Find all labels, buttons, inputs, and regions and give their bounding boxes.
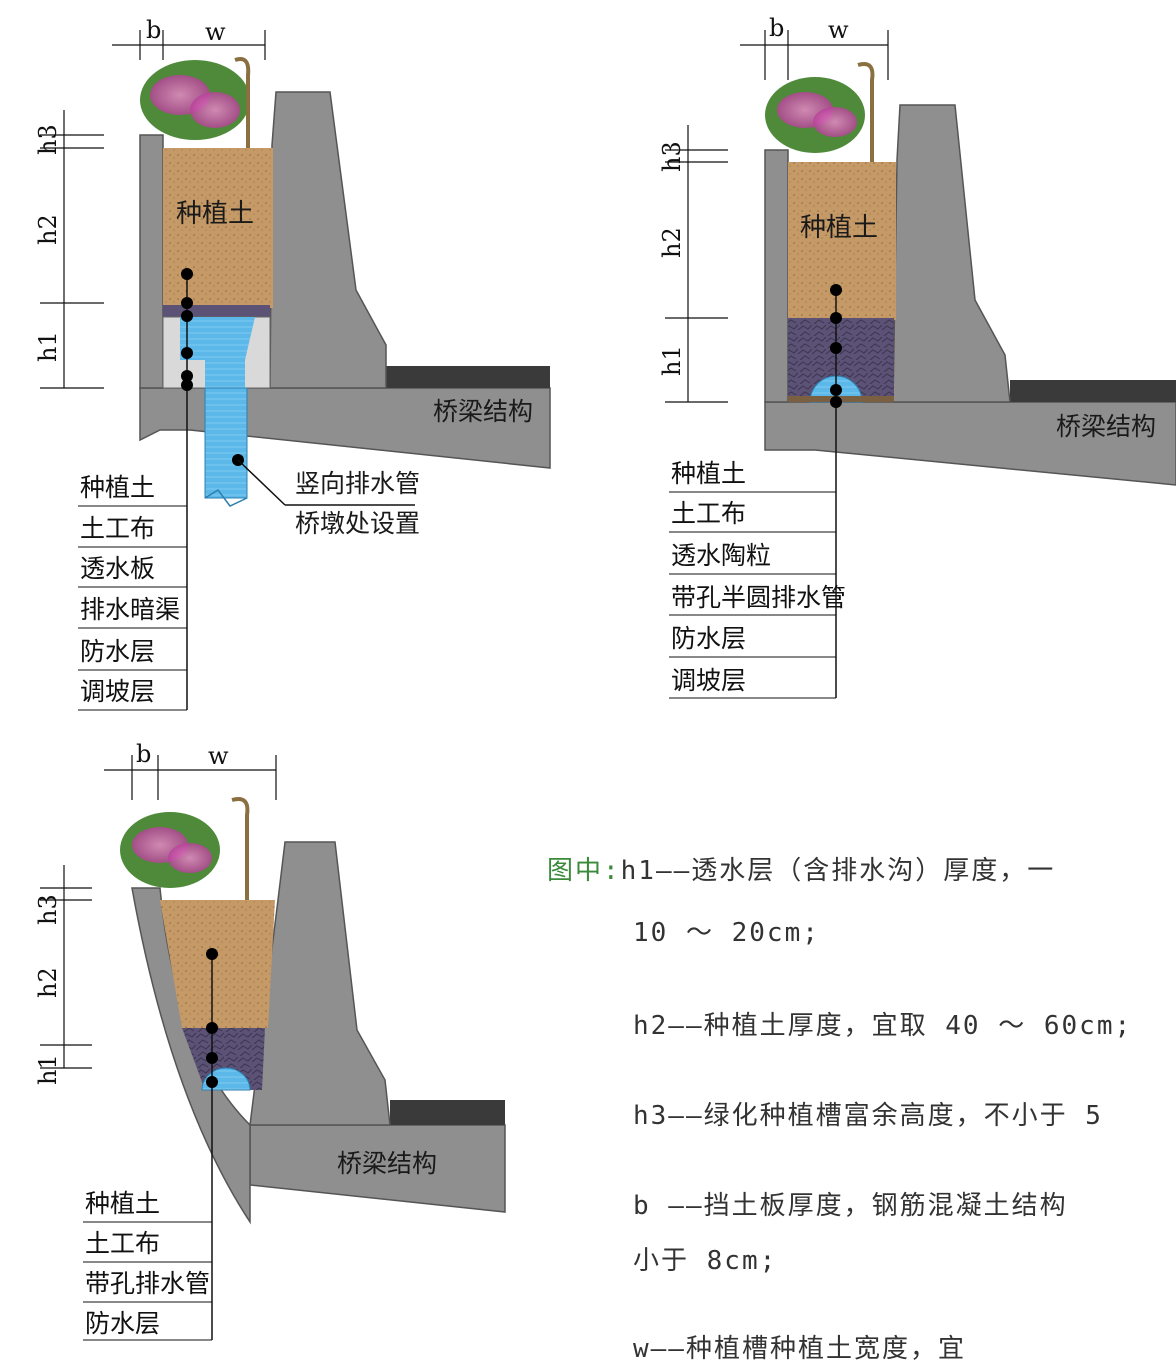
note-line-7: w——种植槽种植土宽度，宜 — [633, 1334, 966, 1364]
legend-a-item-2: 土工布 — [80, 514, 155, 543]
diagram-b: b w h3 h2 h1 种植土 桥梁结构 种植土 土工布 透水陶粒 带孔半圆排… — [658, 14, 1176, 699]
vertical-drain-pipe-a — [204, 387, 248, 499]
legend-a-item-4: 排水暗渠 — [80, 595, 180, 624]
asphalt-c — [390, 1100, 505, 1125]
legend-c: 种植土 土工布 带孔排水管 防水层 — [83, 1189, 212, 1341]
legend-b-item-1: 种植土 — [671, 459, 746, 488]
legend-b-item-6: 调坡层 — [671, 666, 746, 695]
dim-h1-a: h1 — [34, 331, 62, 362]
diagram-c: b w h3 h2 h1 桥梁结构 种植土 土工布 带孔排水管 防水层 — [34, 740, 506, 1341]
leader-dots-a — [181, 268, 193, 391]
note-line-6: 小于 8cm; — [633, 1246, 778, 1276]
soil-label-a: 种植土 — [176, 199, 254, 229]
dimension-lines-c — [40, 755, 277, 1069]
plant-b — [765, 62, 875, 162]
callout-line-2-a: 桥墩处设置 — [295, 509, 420, 538]
plant-c — [120, 797, 250, 900]
bridge-label-a: 桥梁结构 — [433, 397, 533, 426]
barrier-b — [892, 104, 1011, 403]
notes-prefix: 图中: — [547, 856, 621, 886]
barrier-c — [249, 841, 391, 1126]
bridge-label-b: 桥梁结构 — [1056, 412, 1156, 441]
dimension-lines-b — [665, 30, 889, 403]
planting-soil-b — [788, 162, 896, 320]
legend-a: 种植土 土工布 透水板 排水暗渠 防水层 调坡层 — [78, 473, 187, 711]
legend-b: 种植土 土工布 透水陶粒 带孔半圆排水管 防水层 调坡层 — [669, 459, 846, 699]
callout-line-1-a: 竖向排水管 — [295, 469, 420, 498]
legend-c-item-4: 防水层 — [85, 1309, 160, 1338]
geotextile-a — [163, 305, 270, 317]
legend-a-item-6: 调坡层 — [80, 677, 155, 706]
dimension-lines-a — [40, 30, 266, 389]
legend-c-item-2: 土工布 — [85, 1229, 160, 1258]
retaining-plate-a — [139, 134, 164, 389]
dim-h3-b: h3 — [658, 141, 686, 172]
legend-a-item-3: 透水板 — [80, 554, 155, 583]
barrier-a — [269, 91, 387, 389]
leader-dots-b — [830, 284, 842, 408]
dim-w-c: w — [208, 742, 229, 770]
asphalt-a — [386, 366, 550, 388]
bridge-deck-b — [764, 401, 1176, 486]
dim-h3-a: h3 — [34, 124, 62, 155]
dim-h2-a: h2 — [34, 214, 62, 245]
legend-b-item-5: 防水层 — [671, 624, 746, 653]
planting-soil-a — [163, 148, 273, 308]
legend-a-item-5: 防水层 — [80, 637, 155, 666]
drain-funnel-a — [180, 317, 255, 388]
legend-c-item-3: 带孔排水管 — [85, 1269, 210, 1298]
plant-a — [140, 57, 251, 148]
dim-h1-c: h1 — [34, 1054, 62, 1085]
legend-b-item-4: 带孔半圆排水管 — [671, 583, 846, 612]
planting-soil-c — [160, 900, 275, 1028]
dim-w-b: w — [828, 16, 849, 44]
legend-b-item-3: 透水陶粒 — [671, 541, 771, 570]
dim-h1-b: h1 — [658, 345, 686, 376]
dim-h3-c: h3 — [34, 894, 62, 925]
note-line-3: h2——种植土厚度，宜取 40 ～ 60cm; — [633, 1011, 1133, 1041]
bridge-label-c: 桥梁结构 — [337, 1149, 437, 1178]
note-line-4: h3——绿化种植槽富余高度，不小于 5 — [633, 1101, 1103, 1131]
dim-h2-b: h2 — [658, 227, 686, 258]
note-line-2: 10 ～ 20cm; — [633, 918, 820, 948]
retaining-plate-b — [764, 149, 789, 403]
note-line-1: h1——透水层（含排水沟）厚度，一 — [620, 856, 1056, 886]
dim-b-a: b — [146, 16, 161, 44]
asphalt-b — [1010, 380, 1176, 402]
dim-w-a: w — [205, 18, 226, 46]
diagram-a: b w h3 h2 h1 种植土 桥梁结构 竖向排水管 桥墩处设置 种植土 土工… — [34, 16, 551, 711]
dim-b-c: b — [136, 740, 151, 768]
ceramsite-c — [182, 1028, 265, 1090]
legend-b-item-2: 土工布 — [671, 499, 746, 528]
legend-c-item-1: 种植土 — [85, 1189, 160, 1218]
legend-a-item-1: 种植土 — [80, 473, 155, 502]
dim-b-b: b — [769, 14, 784, 42]
note-line-5: b ——挡土板厚度，钢筋混凝土结构 — [633, 1191, 1068, 1221]
soil-label-b: 种植土 — [800, 213, 878, 243]
leader-dots-c — [206, 948, 218, 1088]
dim-h2-c: h2 — [34, 967, 62, 998]
